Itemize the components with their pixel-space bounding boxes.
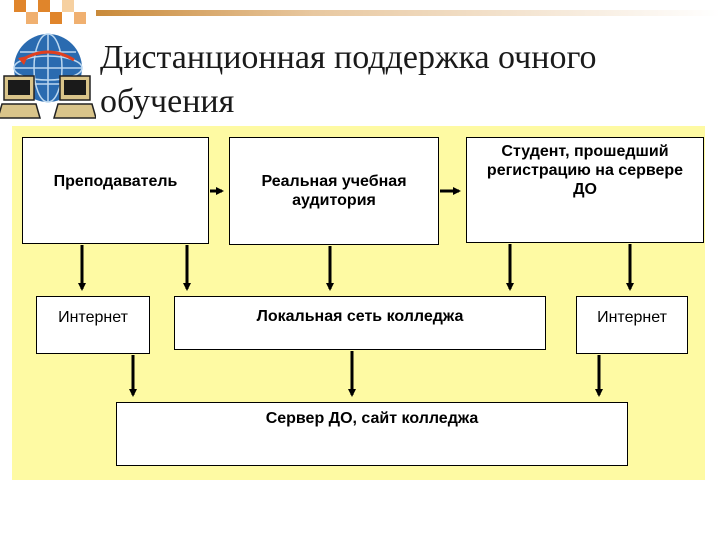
box-classroom: Реальная учебная аудитория xyxy=(229,137,439,245)
box-student-label: Студент, прошедший регистрацию на сервер… xyxy=(486,143,684,198)
box-server: Сервер ДО, сайт колледжа xyxy=(116,402,628,466)
title-decoration xyxy=(96,10,720,16)
box-internet-left: Интернет xyxy=(36,296,150,354)
page-title: Дистанционная поддержка очного обучения xyxy=(100,39,597,120)
box-student: Студент, прошедший регистрацию на сервер… xyxy=(466,137,704,243)
box-lan: Локальная сеть колледжа xyxy=(174,296,546,350)
box-internet-right: Интернет xyxy=(576,296,688,354)
box-internet-left-label: Интернет xyxy=(58,309,128,326)
box-teacher: Преподаватель xyxy=(22,137,209,244)
box-classroom-label: Реальная учебная аудитория xyxy=(261,173,407,209)
box-internet-right-label: Интернет xyxy=(597,309,667,326)
box-teacher-label: Преподаватель xyxy=(53,173,178,190)
box-lan-label: Локальная сеть колледжа xyxy=(256,308,464,325)
checker-decoration xyxy=(0,0,96,30)
computers-network-icon xyxy=(0,30,97,122)
box-server-label: Сервер ДО, сайт колледжа xyxy=(265,410,479,427)
